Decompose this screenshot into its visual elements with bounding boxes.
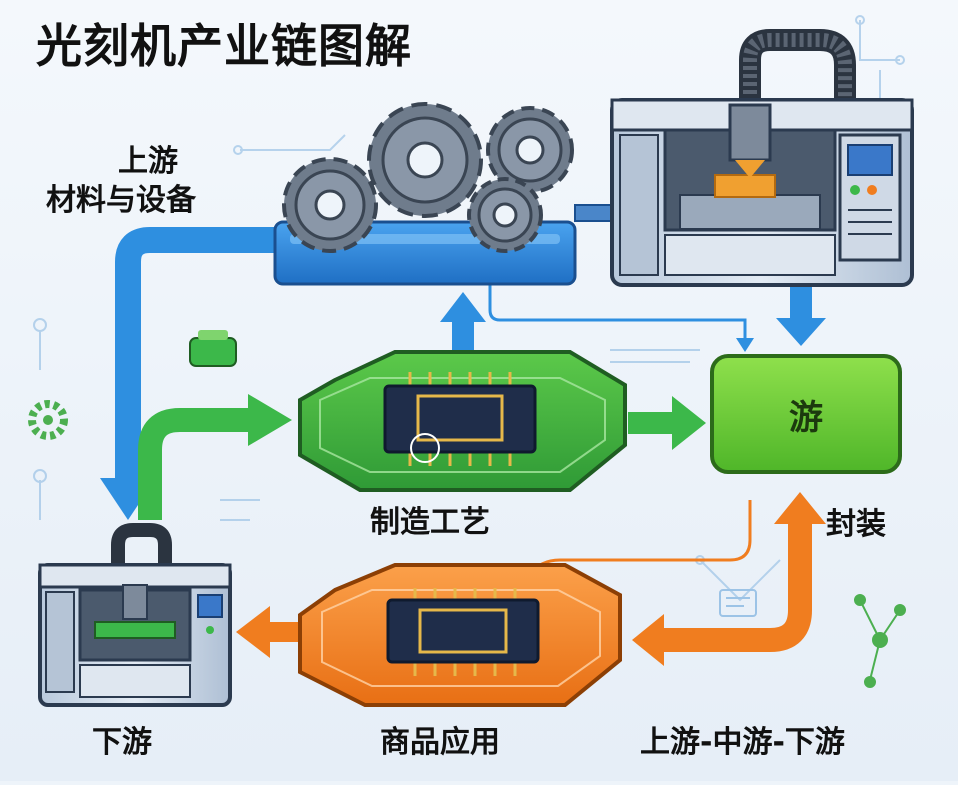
gear-icon [486,106,574,194]
document-icon [719,589,757,617]
green-arrowhead-left [248,394,292,446]
chip-icon [383,372,537,466]
orange-arrowhead-left [236,606,270,658]
orange-arrowhead-up [774,492,826,524]
network-icon-decor [854,594,906,688]
chip-icon [386,588,540,676]
gear-icon-decor [28,400,68,440]
upstream-sublabel: 材料与设备 [46,183,196,218]
green-arrowhead-right [672,396,706,450]
gear-icon [467,177,543,253]
downstream-label: 下游 [92,725,152,760]
manufacturing-chip-board [298,350,627,492]
blue-up-arrow-shaft [452,318,474,352]
blue-down-arrow-shaft [790,278,812,322]
packaging-label: 封装 [826,507,886,542]
orange-flow-arrow [660,520,812,652]
gear-icon [282,157,378,253]
manufacturing-label: 制造工艺 [370,505,490,540]
green-flow-arrow-left [138,408,250,520]
blue-down-arrowhead [776,318,826,346]
blue-flow-arrow [115,227,300,480]
page-title: 光刻机产业链图解 [36,19,412,73]
lithography-machine-icon [610,29,914,287]
upstream-gear-assembly [273,102,616,286]
orange-arrow-shaft-left [266,622,306,642]
green-arrow-shaft-right [628,412,676,434]
blue-up-arrowhead [440,292,486,322]
blue-thin-connector [488,285,747,340]
blue-thin-arrowhead [736,338,754,352]
chain-label: 上游-中游-下游 [640,725,845,760]
gear-icon [367,102,483,218]
applications-chip-board [298,563,622,707]
orange-arrowhead-left-mid [632,614,664,666]
upstream-label: 上游 [118,144,178,179]
stamp-icon [189,330,237,367]
cnc-machine-icon [38,523,232,707]
midstream-box-label: 游 [789,397,823,438]
midstream-box [710,354,902,474]
applications-label: 商品应用 [380,725,500,760]
